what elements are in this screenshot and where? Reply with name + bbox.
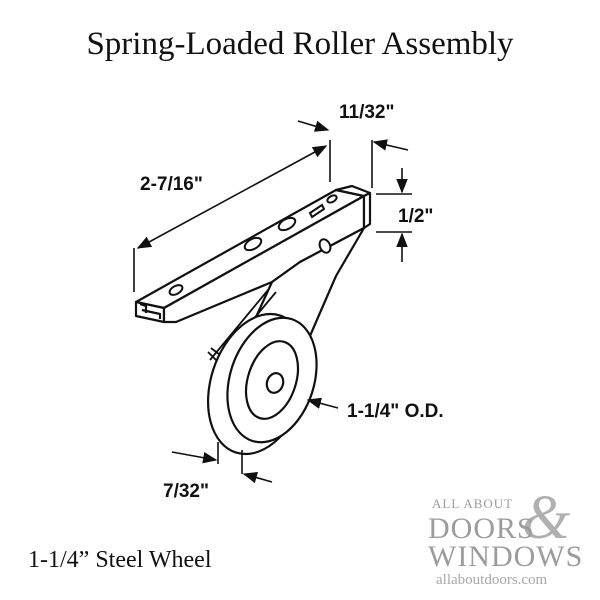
dim-width-label: 11/32" bbox=[339, 102, 395, 123]
wheel-caption: 1-1/4” Steel Wheel bbox=[28, 547, 212, 573]
brand-watermark-logo: & ALL ABOUT DOORS WINDOWS allaboutdoors.… bbox=[428, 484, 583, 588]
logo-url: allaboutdoors.com bbox=[436, 572, 548, 588]
logo-ampersand: & bbox=[522, 484, 570, 552]
logo-line-2: DOORS bbox=[428, 512, 535, 545]
dim-length-label: 2-7/16" bbox=[140, 174, 203, 195]
logo-line-1: ALL ABOUT bbox=[432, 496, 513, 511]
diagram-title: Spring-Loaded Roller Assembly bbox=[86, 26, 514, 62]
dim-wheel-width-label: 7/32" bbox=[163, 481, 209, 502]
steel-wheel bbox=[206, 312, 318, 456]
dim-height-label: 1/2" bbox=[398, 206, 433, 227]
dim-wheel-diameter-label: 1-1/4" O.D. bbox=[347, 401, 444, 422]
dimension-lines bbox=[133, 120, 412, 484]
logo-line-3: WINDOWS bbox=[428, 540, 583, 573]
